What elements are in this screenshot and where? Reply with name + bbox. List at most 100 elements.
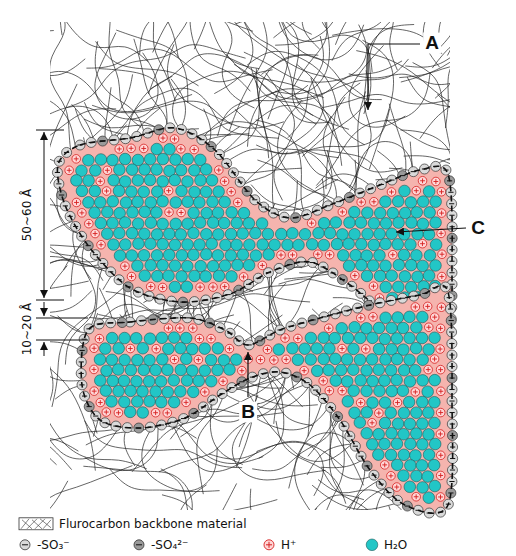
water-molecule — [367, 332, 379, 344]
water-molecule — [356, 259, 368, 271]
proton — [196, 283, 205, 292]
proton-plus — [432, 315, 437, 320]
proton-plus — [178, 146, 183, 151]
backbone-chain — [50, 167, 112, 254]
water-molecule — [138, 186, 150, 198]
water-molecule — [224, 364, 236, 376]
proton — [430, 355, 439, 364]
sulfonate-minus — [449, 320, 454, 321]
proton-plus — [165, 410, 170, 415]
sulfonate-minus — [449, 481, 454, 482]
proton-circle — [437, 303, 446, 312]
water-molecule — [133, 238, 145, 250]
water-molecule — [182, 239, 194, 251]
extension-line — [36, 340, 88, 341]
proton-plus — [216, 168, 221, 173]
backbone-chain — [407, 77, 450, 111]
proton-circle — [356, 313, 365, 322]
proton-circle — [437, 229, 446, 238]
proton — [389, 250, 398, 259]
water-molecule — [181, 375, 193, 387]
proton-circle — [380, 461, 389, 470]
proton-plus — [222, 284, 227, 289]
proton-circle — [361, 345, 370, 354]
water-molecule — [342, 332, 354, 344]
proton-plus — [352, 273, 357, 278]
sulfonate-circle — [84, 402, 94, 412]
water-molecule — [305, 354, 317, 366]
proton-circle — [430, 313, 439, 322]
water-molecule — [423, 186, 435, 198]
water-molecule — [120, 197, 132, 209]
sulfonate-minus — [93, 416, 98, 417]
water-molecule — [361, 365, 373, 377]
proton-circle — [282, 355, 291, 364]
dimension-label: 50~60 Å — [21, 187, 34, 244]
backbone-chain — [50, 313, 80, 396]
proton-circle — [412, 492, 421, 501]
proton-circle — [91, 229, 100, 238]
proton-plus — [105, 168, 110, 173]
backbone-chain — [190, 105, 313, 156]
water-molecule — [343, 238, 355, 250]
backbone-chain — [190, 22, 250, 91]
water-molecule — [409, 364, 421, 376]
proton — [436, 471, 445, 480]
water-molecule — [220, 239, 232, 251]
sulfonate-group — [323, 201, 333, 211]
water-molecule — [342, 396, 354, 408]
water-molecule — [144, 395, 156, 407]
backbone-chain — [364, 22, 416, 114]
water-molecule — [151, 143, 163, 155]
backbone-chain — [316, 174, 382, 231]
water-molecule — [417, 311, 429, 323]
backbone-chain — [234, 64, 329, 123]
water-molecule — [398, 449, 410, 461]
proton — [96, 398, 105, 407]
backbone-chain — [275, 22, 329, 94]
water-molecule — [144, 174, 156, 186]
backbone-chain — [305, 495, 363, 510]
water-molecule — [126, 186, 138, 198]
proton — [380, 461, 389, 470]
sulfonate-circle — [197, 135, 207, 145]
water-molecule — [373, 364, 385, 376]
proton — [436, 324, 445, 333]
water-molecule — [355, 238, 367, 250]
proton-circle — [163, 409, 172, 418]
proton — [90, 387, 99, 396]
water-molecule — [231, 239, 243, 251]
water-molecule — [108, 174, 120, 186]
water-molecule — [187, 386, 199, 398]
water-molecule — [124, 406, 136, 418]
water-molecule — [404, 481, 416, 493]
proton — [438, 250, 447, 259]
sulfonate-group — [265, 330, 275, 340]
backbone-chain — [50, 22, 85, 76]
sulfonate-minus — [358, 456, 363, 457]
water-molecule — [182, 260, 194, 272]
sulfonate-circle — [323, 201, 333, 211]
legend-swatch — [132, 538, 146, 552]
proton-plus — [222, 179, 227, 184]
proton-circle — [196, 283, 205, 292]
proton-plus — [211, 285, 216, 290]
water-molecule — [138, 364, 150, 376]
legend-item: H⁺ — [262, 538, 296, 552]
proton — [436, 345, 445, 354]
proton — [412, 186, 421, 195]
proton-circle — [338, 344, 347, 353]
proton-plus — [209, 336, 214, 341]
legend-swatch — [18, 517, 54, 531]
water-molecule — [164, 228, 176, 240]
proton-plus — [161, 136, 166, 141]
proton-circle — [201, 388, 210, 397]
water-molecule — [119, 217, 131, 229]
proton — [368, 419, 377, 428]
sulfonate-minus — [400, 175, 405, 176]
proton — [91, 229, 100, 238]
proton-circle — [436, 471, 445, 480]
water-molecule — [368, 239, 380, 251]
proton-circle — [436, 365, 445, 374]
region-letter: B — [239, 402, 257, 423]
